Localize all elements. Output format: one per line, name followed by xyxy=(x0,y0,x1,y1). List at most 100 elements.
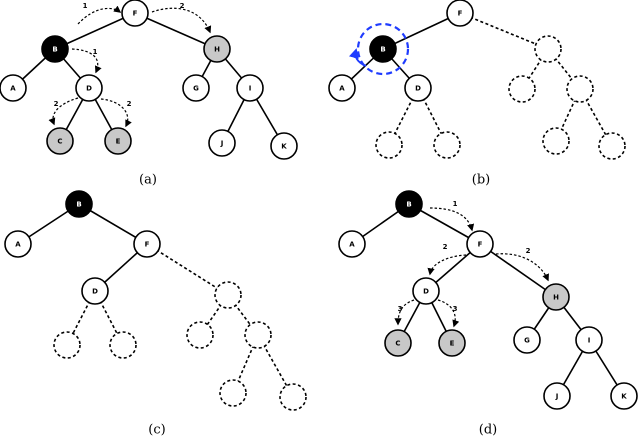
node-label: K xyxy=(621,393,627,401)
node-h: H xyxy=(542,283,570,311)
node-circle xyxy=(328,74,356,102)
node-label: B xyxy=(76,201,81,209)
node-circle xyxy=(182,74,210,102)
node-circle xyxy=(208,129,236,157)
node-circle xyxy=(133,230,161,258)
panel-caption: (b) xyxy=(472,173,490,188)
rotation-highlight-circle xyxy=(356,22,410,76)
node-k: K xyxy=(270,132,298,160)
node-circle xyxy=(412,277,440,305)
node-j: J xyxy=(208,129,236,157)
node-circle xyxy=(270,132,298,160)
node-label: D xyxy=(423,288,429,296)
panel-caption: (c) xyxy=(148,423,165,438)
node-label: F xyxy=(458,10,463,18)
node-f: F xyxy=(466,230,494,258)
arrow-step-label: 2 xyxy=(526,247,531,255)
node-i: I xyxy=(575,326,603,354)
node-d: D xyxy=(75,74,103,102)
node-circle xyxy=(46,127,74,155)
node-f: F xyxy=(446,0,474,27)
node-label: F xyxy=(133,10,138,18)
node-circle xyxy=(404,74,432,102)
node-circle xyxy=(203,35,231,63)
traversal-arrow xyxy=(394,299,415,326)
node-d: D xyxy=(81,277,109,305)
placeholder-node xyxy=(508,75,536,103)
node-circle xyxy=(438,329,466,357)
traversal-arrow xyxy=(48,97,79,126)
edge-F-H xyxy=(479,243,557,298)
node-label: F xyxy=(478,241,483,249)
dashed-edge xyxy=(555,88,581,142)
arrow-step-label: 2 xyxy=(443,243,448,251)
node-circle xyxy=(4,230,32,258)
node-label: A xyxy=(10,85,16,93)
node-label: H xyxy=(553,294,559,302)
node-label: J xyxy=(555,393,559,401)
node-label: K xyxy=(281,143,287,151)
node-c: C xyxy=(46,127,74,155)
placeholder-node xyxy=(219,379,247,407)
traversal-arrow xyxy=(427,254,467,276)
arrow-step-label: 1 xyxy=(93,48,98,56)
dashed-edge xyxy=(459,12,549,50)
placeholder-node xyxy=(279,383,307,411)
traversal-arrow xyxy=(151,7,212,34)
node-label: A xyxy=(349,241,355,249)
panel-c: B A FD (c) xyxy=(4,190,307,438)
node-label: D xyxy=(415,85,421,93)
node-f: F xyxy=(121,0,149,27)
node-circle xyxy=(104,127,132,155)
traversal-arrow xyxy=(437,299,460,328)
placeholder-node xyxy=(186,321,214,349)
node-c: C xyxy=(384,329,412,357)
node-b: B xyxy=(369,35,397,63)
node-label: H xyxy=(214,46,220,54)
traversal-arrow xyxy=(429,207,475,232)
node-circle xyxy=(543,382,571,410)
node-i: I xyxy=(236,74,264,102)
node-label: I xyxy=(249,85,252,93)
edge-F-B xyxy=(382,12,461,50)
node-b: B xyxy=(41,35,69,63)
node-circle xyxy=(542,283,570,311)
node-circle xyxy=(338,230,366,258)
placeholder-node xyxy=(53,331,81,359)
node-label: B xyxy=(380,46,385,54)
panel-b: F B A D (b) xyxy=(328,0,626,188)
node-a: A xyxy=(328,74,356,102)
node-g: G xyxy=(513,326,541,354)
node-label: D xyxy=(86,85,92,93)
node-circle xyxy=(395,190,423,218)
node-circle xyxy=(65,190,93,218)
node-circle xyxy=(369,35,397,63)
edge-F-B xyxy=(54,12,136,50)
node-d: D xyxy=(404,74,432,102)
rotation-arrow-icon xyxy=(348,48,367,67)
panel-caption: (a) xyxy=(139,173,157,188)
node-f: F xyxy=(133,230,161,258)
placeholder-node xyxy=(566,75,594,103)
placeholder-node xyxy=(244,321,272,349)
placeholder-node xyxy=(433,131,461,159)
placeholder-node xyxy=(375,131,403,159)
placeholder-node xyxy=(598,132,626,160)
arrow-step-label: 3 xyxy=(453,305,458,313)
node-j: J xyxy=(543,382,571,410)
traversal-arrow xyxy=(77,5,122,25)
arrow-step-label: 1 xyxy=(453,200,458,208)
traversal-arrow xyxy=(100,98,132,128)
node-a: A xyxy=(4,230,32,258)
node-h: H xyxy=(203,35,231,63)
node-label: C xyxy=(57,138,62,146)
node-circle xyxy=(81,277,109,305)
node-b: B xyxy=(395,190,423,218)
placeholder-node xyxy=(214,281,242,309)
node-a: A xyxy=(0,74,27,102)
edge-F-H xyxy=(134,12,218,50)
arrow-step-label: 3 xyxy=(398,305,403,313)
node-label: C xyxy=(395,340,400,348)
